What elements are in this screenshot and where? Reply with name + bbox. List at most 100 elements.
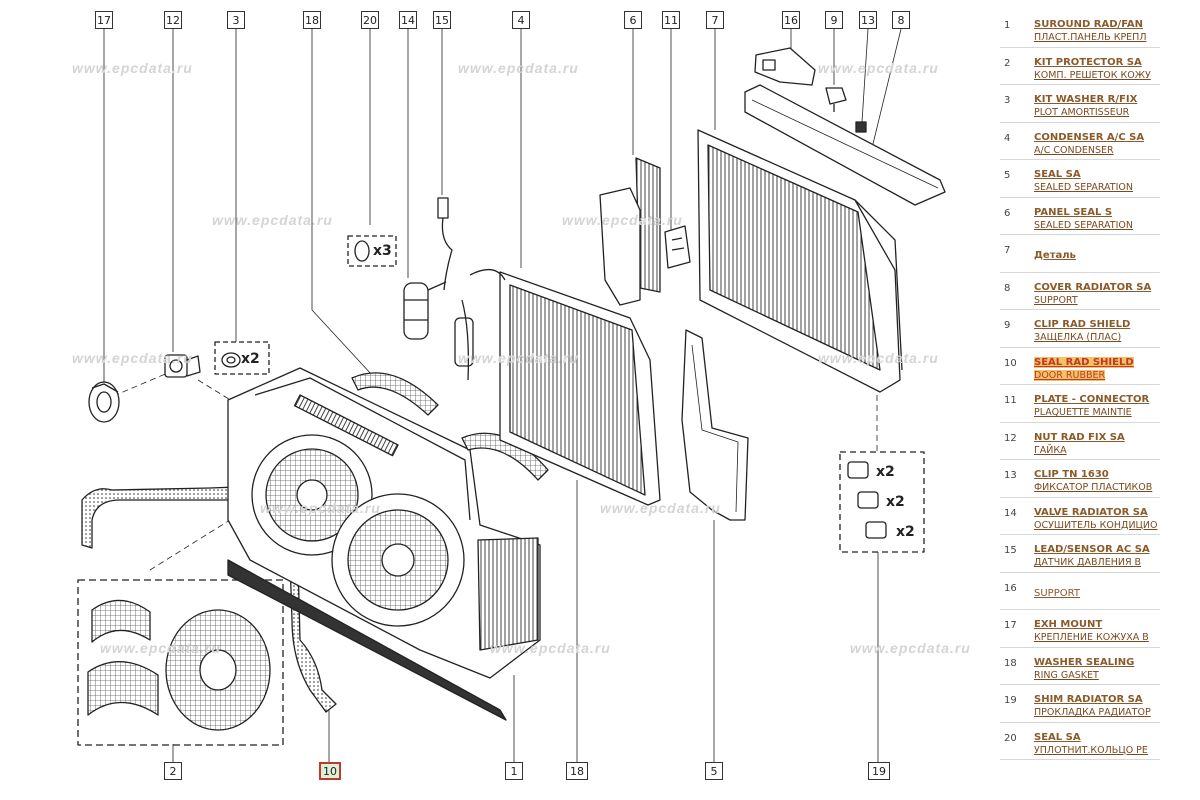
- part-description-link[interactable]: ЗАЩЕЛКА (ПЛАС): [1034, 332, 1122, 343]
- part-14-drier-valve[interactable]: [403, 281, 447, 340]
- part-name-link[interactable]: SEAL SA: [1034, 169, 1081, 180]
- part-description-link[interactable]: ОСУШИТЕЛЬ КОНДИЦИО: [1034, 519, 1158, 531]
- callout-7[interactable]: 7: [706, 11, 724, 29]
- part-name-link[interactable]: Деталь: [1034, 250, 1076, 261]
- part-17-exh-mount[interactable]: [88, 381, 120, 423]
- part-12-nut[interactable]: [164, 354, 201, 378]
- callout-4[interactable]: 4: [512, 11, 530, 29]
- diagram-drawing: [77, 28, 946, 762]
- part-description-link[interactable]: DOOR RUBBER: [1034, 369, 1106, 381]
- part-4-condenser[interactable]: [454, 268, 661, 506]
- part-name-link[interactable]: PANEL SEAL S: [1034, 206, 1113, 218]
- part-description-link[interactable]: УПЛОТНИТ.КОЛЬЦО РЕ: [1034, 744, 1148, 756]
- part-19-shim-group[interactable]: [839, 451, 925, 553]
- callout-18[interactable]: 18: [303, 11, 321, 29]
- part-name-link[interactable]: KIT WASHER R/FIX: [1034, 94, 1138, 105]
- callout-3[interactable]: 3: [227, 11, 245, 29]
- part-name-link[interactable]: COVER RADIATOR SA: [1034, 281, 1152, 293]
- callout-16[interactable]: 16: [782, 11, 800, 29]
- part-name-link[interactable]: KIT PROTECTOR SA: [1034, 56, 1142, 68]
- part-name-link[interactable]: CONDENSER A/C SA: [1034, 131, 1145, 143]
- part-6-panel-seal[interactable]: [599, 157, 661, 306]
- part-11-connector-plate[interactable]: [664, 225, 691, 269]
- part-9-clip[interactable]: [825, 87, 847, 112]
- part-name-link[interactable]: SEAL SA: [1034, 731, 1081, 743]
- part-name-link[interactable]: CLIP TN 1630: [1034, 469, 1109, 480]
- callout-11[interactable]: 11: [662, 11, 680, 29]
- callout-19[interactable]: 19: [868, 762, 890, 780]
- part-5-seal[interactable]: [681, 329, 749, 521]
- part-name-link[interactable]: SEAL RAD SHIELD: [1034, 356, 1134, 368]
- part-13-clip[interactable]: [855, 121, 867, 133]
- part-name-link[interactable]: SUPPORT: [1034, 587, 1080, 599]
- part-description-link[interactable]: PLAQUETTE MAINTIE: [1034, 407, 1132, 418]
- part-description-link[interactable]: PLOT AMORTISSEUR: [1034, 107, 1130, 118]
- part-description-link[interactable]: SEALED SEPARATION: [1034, 182, 1133, 193]
- callout-1[interactable]: 1: [505, 762, 523, 780]
- part-description-link[interactable]: ПЛАСТ.ПАНЕЛЬ КРЕПЛ: [1034, 32, 1147, 43]
- callout-12[interactable]: 12: [164, 11, 182, 29]
- callout-15[interactable]: 15: [433, 11, 451, 29]
- part-description-link[interactable]: ДАТЧИК ДАВЛЕНИЯ В: [1034, 557, 1142, 568]
- callout-2[interactable]: 2: [164, 762, 182, 780]
- part-description-link[interactable]: RING GASKET: [1034, 669, 1099, 681]
- callout-18-bottom[interactable]: 18: [566, 762, 588, 780]
- part-16-support[interactable]: [754, 47, 816, 86]
- part-description-link[interactable]: SEALED SEPARATION: [1034, 219, 1133, 231]
- part-description-link[interactable]: SUPPORT: [1034, 294, 1078, 306]
- callout-13[interactable]: 13: [859, 11, 877, 29]
- part-3-washer-kit[interactable]: [214, 341, 270, 375]
- callout-6[interactable]: 6: [624, 11, 642, 29]
- callout-17[interactable]: 17: [95, 11, 113, 29]
- part-2-protector-kit[interactable]: [77, 579, 284, 746]
- part-name-link[interactable]: VALVE RADIATOR SA: [1034, 506, 1148, 518]
- callout-14[interactable]: 14: [399, 11, 417, 29]
- part-name-link[interactable]: WASHER SEALING: [1034, 656, 1135, 668]
- part-15-pressure-sensor[interactable]: [437, 197, 453, 291]
- callout-8[interactable]: 8: [892, 11, 910, 29]
- callout-10[interactable]: 10: [319, 762, 341, 780]
- part-description-link[interactable]: ПРОКЛАДКА РАДИАТОР: [1034, 707, 1151, 718]
- part-1-fan-shroud[interactable]: [227, 367, 541, 721]
- part-description-link[interactable]: A/C CONDENSER: [1034, 144, 1114, 156]
- part-description-link[interactable]: КОМП. РЕШЕТОК КОЖУ: [1034, 69, 1151, 81]
- part-name-link[interactable]: CLIP RAD SHIELD: [1034, 319, 1131, 330]
- part-name-link[interactable]: LEAD/SENSOR AC SA: [1034, 544, 1150, 555]
- callout-20[interactable]: 20: [361, 11, 379, 29]
- part-10-seal-rad-shield[interactable]: [81, 484, 337, 713]
- part-description-link[interactable]: ГАЙКА: [1034, 444, 1067, 456]
- part-name-link[interactable]: SHIM RADIATOR SA: [1034, 694, 1143, 705]
- part-name-link[interactable]: SUROUND RAD/FAN: [1034, 19, 1143, 30]
- part-description-link[interactable]: КРЕПЛЕНИЕ КОЖУХА В: [1034, 632, 1149, 643]
- part-name-link[interactable]: PLATE - CONNECTOR: [1034, 394, 1150, 405]
- part-20-o-ring[interactable]: [347, 235, 397, 267]
- callout-5[interactable]: 5: [705, 762, 723, 780]
- callout-9[interactable]: 9: [825, 11, 843, 29]
- part-7-radiator[interactable]: [697, 129, 903, 393]
- part-8-cover-radiator[interactable]: [744, 84, 946, 206]
- part-18-washer-sealing[interactable]: [351, 372, 549, 481]
- part-name-link[interactable]: EXH MOUNT: [1034, 619, 1103, 630]
- part-description-link[interactable]: ФИКСАТОР ПЛАСТИКОВ: [1034, 482, 1153, 493]
- part-name-link[interactable]: NUT RAD FIX SA: [1034, 431, 1125, 443]
